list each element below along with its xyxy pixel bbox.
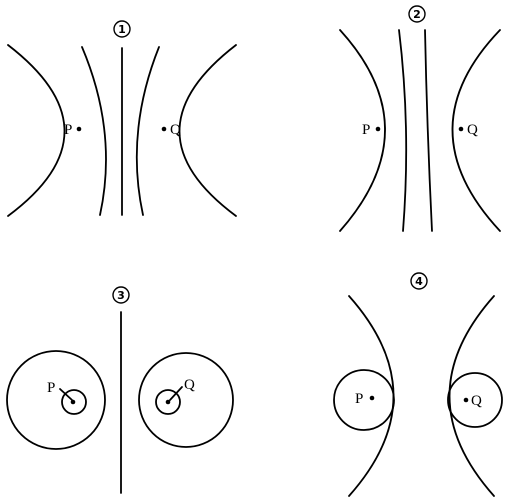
- panel-3-label-p: P: [47, 380, 55, 396]
- panel-4-left-circle: [333, 369, 395, 431]
- panel-2-label-p: P: [362, 122, 370, 138]
- panel-3-p-leader: [59, 388, 73, 401]
- panel-2: 2 P Q: [339, 5, 501, 232]
- panel-1-label-q: Q: [170, 122, 181, 138]
- panel-1-number: 1: [118, 23, 126, 36]
- panel-4-label-q: Q: [471, 393, 482, 409]
- panel-3-number-badge: [112, 286, 130, 304]
- panel-1-inner-right-curve: [135, 46, 160, 216]
- panel-4-right-arc: [448, 295, 495, 497]
- panel-4-number-badge: [410, 272, 428, 290]
- panel-4-label-p: P: [355, 391, 363, 407]
- panel-2-number: 2: [413, 8, 421, 21]
- panel-3-number: 3: [117, 289, 125, 302]
- panel-2-center-left-curve: [398, 29, 408, 232]
- panel-3-left-inner-circle: [61, 389, 87, 415]
- panel-4-right-circle: [447, 372, 503, 428]
- panel-3-right-outer-circle: [138, 352, 234, 448]
- panel-2-point-p: [375, 126, 381, 132]
- panel-4-point-p: [369, 395, 375, 401]
- panel-3-point-q: [165, 399, 171, 405]
- panel-2-far-left-curve: [339, 29, 386, 232]
- panel-4-number: 4: [415, 275, 423, 288]
- panel-3-left-outer-circle: [6, 350, 106, 450]
- panel-1-number-badge: [113, 20, 131, 38]
- panel-1-outer-right-curve: [178, 44, 237, 217]
- panel-3-q-leader: [169, 386, 183, 401]
- panel-1-point-q: [161, 126, 167, 132]
- panel-1: 1 P Q: [7, 20, 237, 217]
- panel-1-point-p: [76, 126, 82, 132]
- panel-2-number-badge: [408, 5, 426, 23]
- panel-2-point-q: [458, 126, 464, 132]
- panel-1-inner-left-curve: [81, 46, 107, 216]
- panel-2-far-right-curve: [451, 29, 501, 232]
- panel-1-label-p: P: [64, 122, 72, 138]
- panel-2-center-right-curve: [424, 29, 433, 232]
- panel-2-label-q: Q: [467, 122, 478, 138]
- panel-1-outer-left-curve: [7, 44, 66, 217]
- panel-4: 4 P Q: [333, 272, 503, 497]
- panel-3-right-inner-circle: [155, 389, 181, 415]
- panel-3: 3 P Q: [6, 286, 234, 494]
- panel-4-point-q: [463, 397, 469, 403]
- panel-3-label-q: Q: [184, 377, 195, 393]
